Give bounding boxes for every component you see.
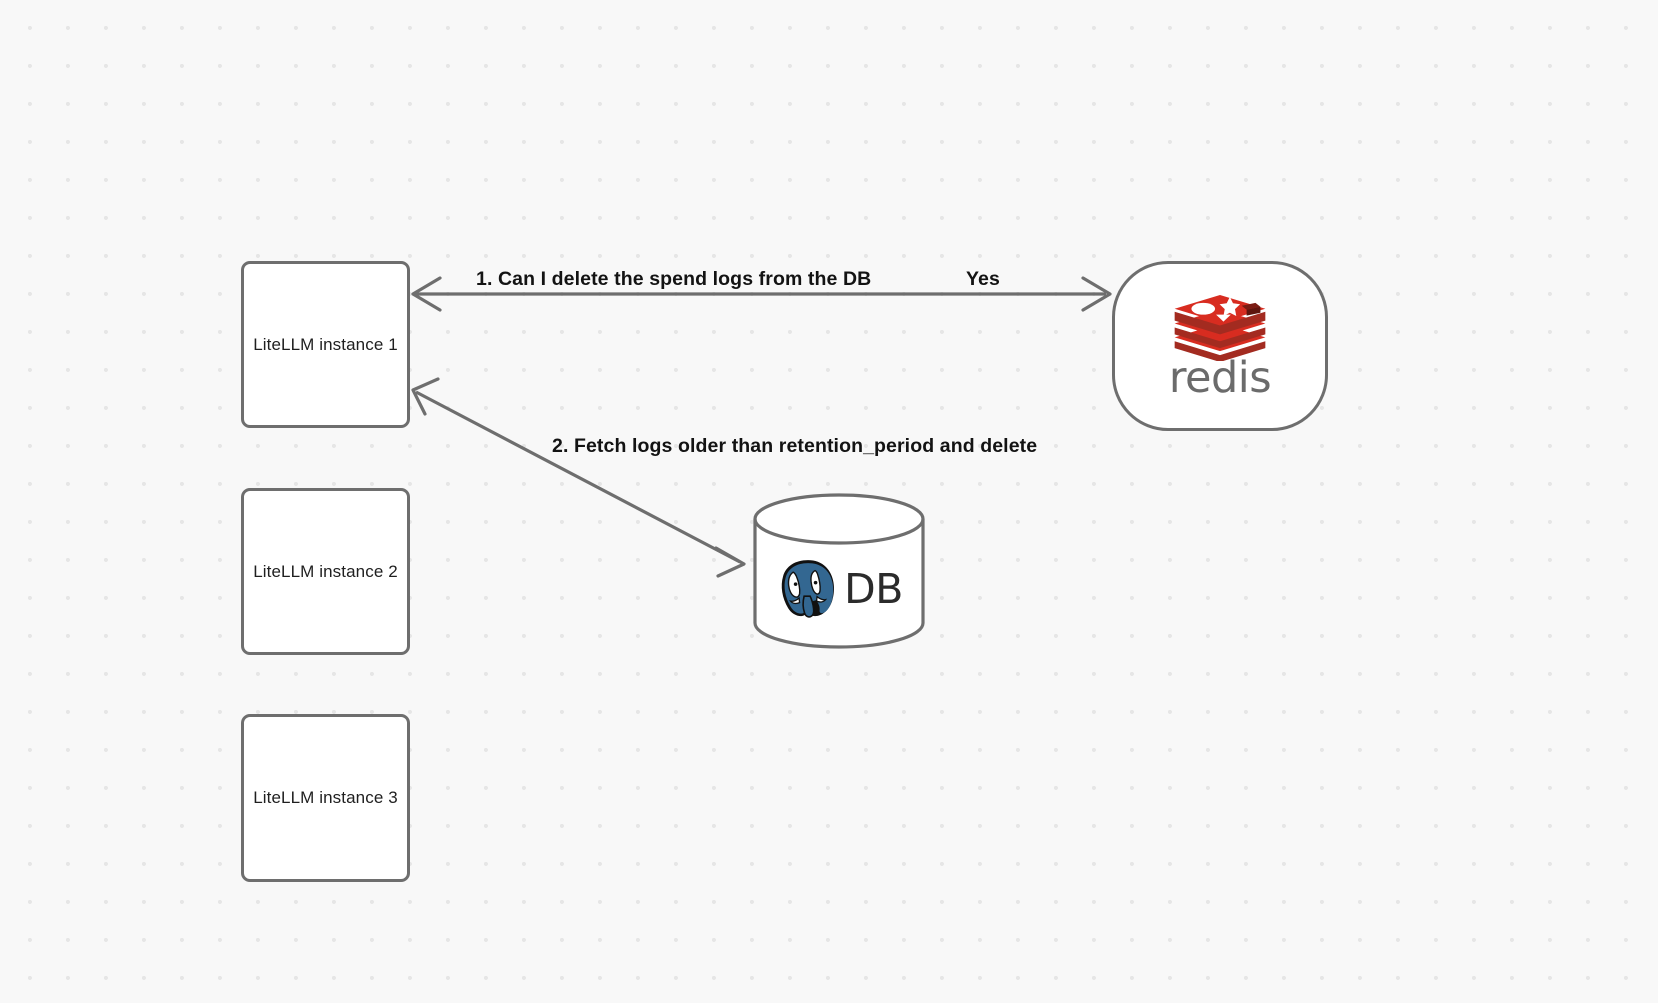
db-content: DB	[753, 493, 925, 649]
cylinder-shape	[753, 493, 925, 649]
postgresql-elephant-icon	[781, 560, 835, 618]
node-litellm-instance-1-label: LiteLLM instance 1	[253, 334, 398, 354]
node-litellm-instance-1[interactable]: LiteLLM instance 1	[241, 261, 410, 428]
node-database[interactable]: DB	[753, 493, 925, 649]
edge-label-step-1-response: Yes	[966, 268, 1000, 290]
edge-1-arrowhead-right	[1081, 276, 1112, 312]
redis-stack-icon	[1174, 294, 1266, 361]
edge-2-arrowhead-left	[411, 377, 440, 416]
edge-label-step-2: 2. Fetch logs older than retention_perio…	[552, 435, 1038, 457]
node-litellm-instance-3[interactable]: LiteLLM instance 3	[241, 714, 410, 882]
node-litellm-instance-3-label: LiteLLM instance 3	[253, 788, 398, 807]
edge-litellm1-db	[411, 377, 746, 578]
db-label: DB	[844, 565, 903, 613]
redis-logo-icon: redis	[1164, 292, 1276, 400]
edge-1-arrowhead-left	[411, 276, 442, 312]
node-redis[interactable]: redis	[1112, 261, 1328, 431]
edge-line-2	[415, 390, 741, 564]
redis-wordmark-label: redis	[1168, 353, 1272, 403]
node-litellm-instance-2[interactable]: LiteLLM instance 2	[241, 488, 410, 655]
node-litellm-instance-2-label: LiteLLM instance 2	[253, 561, 398, 581]
edge-2-arrowhead-right	[714, 546, 746, 578]
edge-label-step-1: 1. Can I delete the spend logs from the …	[476, 268, 872, 290]
